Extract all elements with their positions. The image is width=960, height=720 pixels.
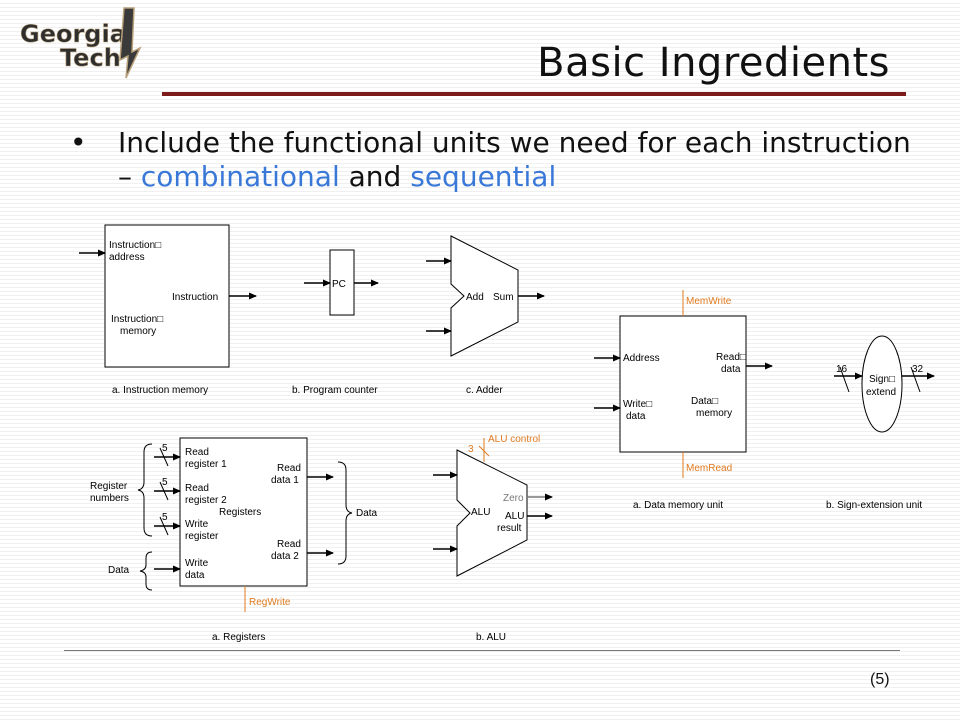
dmem-read-l1: Read□ <box>716 352 746 363</box>
signext-l2: extend <box>866 387 896 398</box>
regs-rd2a: Read <box>277 539 301 550</box>
regs-data-in-brace <box>139 551 153 591</box>
regs-regnum2: numbers <box>90 493 129 504</box>
adder-unit: Add Sum c. Adder <box>426 235 545 396</box>
regs-data-in: Data <box>108 565 130 576</box>
bullet-combinational: combinational <box>140 160 340 193</box>
bullet-sequential: sequential <box>410 160 557 193</box>
regs-wdb: data <box>185 570 205 581</box>
slide-title: Basic Ingredients <box>537 40 890 86</box>
signext-l1: Sign□ <box>869 374 895 385</box>
dmem-caption: a. Data memory unit <box>633 500 723 511</box>
regs-rd2b: data 2 <box>271 551 299 562</box>
regs-width1: 5 <box>162 443 168 454</box>
imem-addr-l1: Instruction□ <box>109 240 161 251</box>
regs-width3: 5 <box>162 512 168 523</box>
pc-label: PC <box>332 279 346 290</box>
regs-rd1a: Read <box>277 463 301 474</box>
regs-rr2a: Read <box>185 483 209 494</box>
title-rule <box>162 92 906 96</box>
dmem-memread-label: MemRead <box>686 463 732 474</box>
regs-numbers-brace <box>137 443 153 537</box>
logo-graphic: Georgia Tech <box>20 7 142 79</box>
regs-rd1b: data 1 <box>271 475 299 486</box>
pc-caption: b. Program counter <box>292 385 378 396</box>
logo-line1: Georgia <box>20 20 126 48</box>
alu-caption: b. ALU <box>476 632 506 643</box>
bullet-text: Include the functional units we need for… <box>118 126 918 194</box>
regs-regnum1: Register <box>90 481 128 492</box>
regs-wda: Write <box>185 558 209 569</box>
dmem-memwrite-label: MemWrite <box>686 296 732 307</box>
regs-wr-slash <box>159 516 169 536</box>
regs-data-out-brace <box>337 461 353 565</box>
imem-box <box>104 224 230 368</box>
regs-name: Registers <box>219 507 261 518</box>
adder-sum-label: Sum <box>493 292 514 303</box>
imem-name-l2: memory <box>120 326 156 337</box>
imem-addr-l2: address <box>109 252 145 263</box>
alu-control-label: ALU control <box>488 434 540 445</box>
regs-wrb: register <box>185 531 219 542</box>
signext-ellipse <box>861 335 903 433</box>
footer-rule <box>64 650 900 651</box>
regs-regwrite-label: RegWrite <box>249 597 291 608</box>
imem-caption: a. Instruction memory <box>112 385 208 396</box>
signext-out-slash <box>910 366 921 393</box>
dmem-box <box>619 315 747 453</box>
signext-in-slash <box>839 366 850 393</box>
dmem-address-label: Address <box>623 353 660 364</box>
signext-caption: b. Sign-extension unit <box>826 500 922 511</box>
alu-ctrl-width: 3 <box>468 444 474 455</box>
register-file-unit: 5 Read register 1 5 Read register 2 5 Wr… <box>90 437 378 643</box>
page-number: (5) <box>870 671 890 688</box>
instruction-memory-unit: Instruction□ address Instruction Instruc… <box>79 224 257 396</box>
regs-rr2b: register 2 <box>185 495 227 506</box>
regs-width2: 5 <box>162 477 168 488</box>
regs-rr2-slash <box>159 481 169 501</box>
regs-data-out: Data <box>356 508 378 519</box>
dmem-write-l1: Write□ <box>623 399 652 410</box>
regs-rr1b: register 1 <box>185 459 227 470</box>
signext-out-width: 32 <box>912 364 924 375</box>
logo-bolt-icon <box>119 7 142 79</box>
data-memory-unit: MemWrite Address Read□ data Write□ data … <box>594 290 773 511</box>
regs-wra: Write <box>185 519 209 530</box>
regs-caption: a. Registers <box>212 632 265 643</box>
bullet-dot-icon: • <box>70 126 87 159</box>
alu-name: ALU <box>471 507 490 518</box>
program-counter-unit: PC b. Program counter <box>292 249 379 396</box>
dmem-write-l2: data <box>626 411 646 422</box>
sign-extend-unit: 16 32 Sign□ extend b. Sign-extension uni… <box>826 335 935 511</box>
georgia-tech-logo: Georgia Tech <box>12 4 152 82</box>
dmem-name-l2: memory <box>696 408 732 419</box>
adder-label: Add <box>466 292 484 303</box>
alu-res1: ALU <box>505 511 524 522</box>
alu-zero-label: Zero <box>503 493 524 504</box>
bullet-prefix: Include the functional units we need for… <box>118 126 911 193</box>
imem-name-l1: Instruction□ <box>111 314 163 325</box>
alu-control-slash <box>478 445 490 457</box>
regs-rr1-slash <box>159 447 169 467</box>
imem-out-label: Instruction <box>172 292 218 303</box>
logo-line2: Tech <box>60 44 121 72</box>
regs-box <box>179 437 308 587</box>
bullet-middle: and <box>339 160 411 193</box>
adder-caption: c. Adder <box>466 385 503 396</box>
signext-in-width: 16 <box>836 364 848 375</box>
alu-res2: result <box>497 523 522 534</box>
dmem-read-l2: data <box>721 364 741 375</box>
dmem-name-l1: Data□ <box>691 396 718 407</box>
regs-rr1a: Read <box>185 447 209 458</box>
alu-unit: 3 ALU control Zero ALU ALU result b. ALU <box>433 434 553 643</box>
